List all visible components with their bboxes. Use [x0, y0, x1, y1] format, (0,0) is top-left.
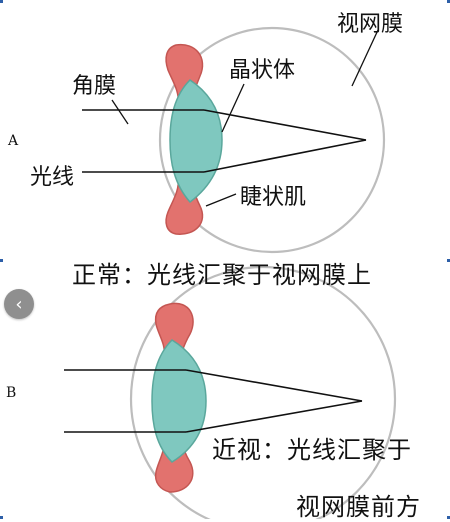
lens [151, 339, 207, 463]
cornea-label: 角膜 [72, 74, 117, 99]
light-ray-upper-refracted [185, 369, 363, 402]
retina-pointer [351, 29, 379, 87]
ciliary-muscle-label: 睫状肌 [240, 185, 307, 210]
panel-label-b: B [6, 385, 17, 401]
chevron-left-icon: ‹ [15, 293, 23, 315]
cornea-pointer [111, 99, 129, 125]
corner-marker [0, 259, 3, 262]
corner-marker [0, 0, 3, 3]
corner-marker [447, 0, 450, 3]
previous-page-button[interactable]: ‹ [4, 289, 34, 319]
caption-normal: 正常：光线汇聚于视网膜上 [72, 261, 372, 289]
caption-myopia-line2: 视网膜前方 [296, 493, 421, 521]
corner-marker [0, 516, 3, 519]
light-label: 光线 [30, 165, 75, 190]
corner-marker [447, 259, 450, 262]
ciliary-muscle-pointer [205, 193, 237, 207]
panel-label-a: A [8, 133, 19, 149]
eyeball-outline [158, 26, 386, 254]
lens-pointer [221, 83, 245, 133]
lens-label: 晶状体 [229, 58, 296, 83]
eye-diagram-normal [82, 26, 386, 254]
light-ray-lower-refracted [203, 139, 367, 173]
light-ray-upper-refracted [203, 109, 367, 141]
light-ray-lower-refracted [185, 400, 363, 433]
caption-myopia-line1: 近视：光线汇聚于 [212, 436, 412, 464]
eye-diagram-myopia [64, 265, 397, 519]
lens [169, 79, 223, 204]
eyeball-outline [129, 265, 397, 519]
retina-label: 视网膜 [337, 12, 404, 37]
corner-marker [447, 516, 450, 519]
